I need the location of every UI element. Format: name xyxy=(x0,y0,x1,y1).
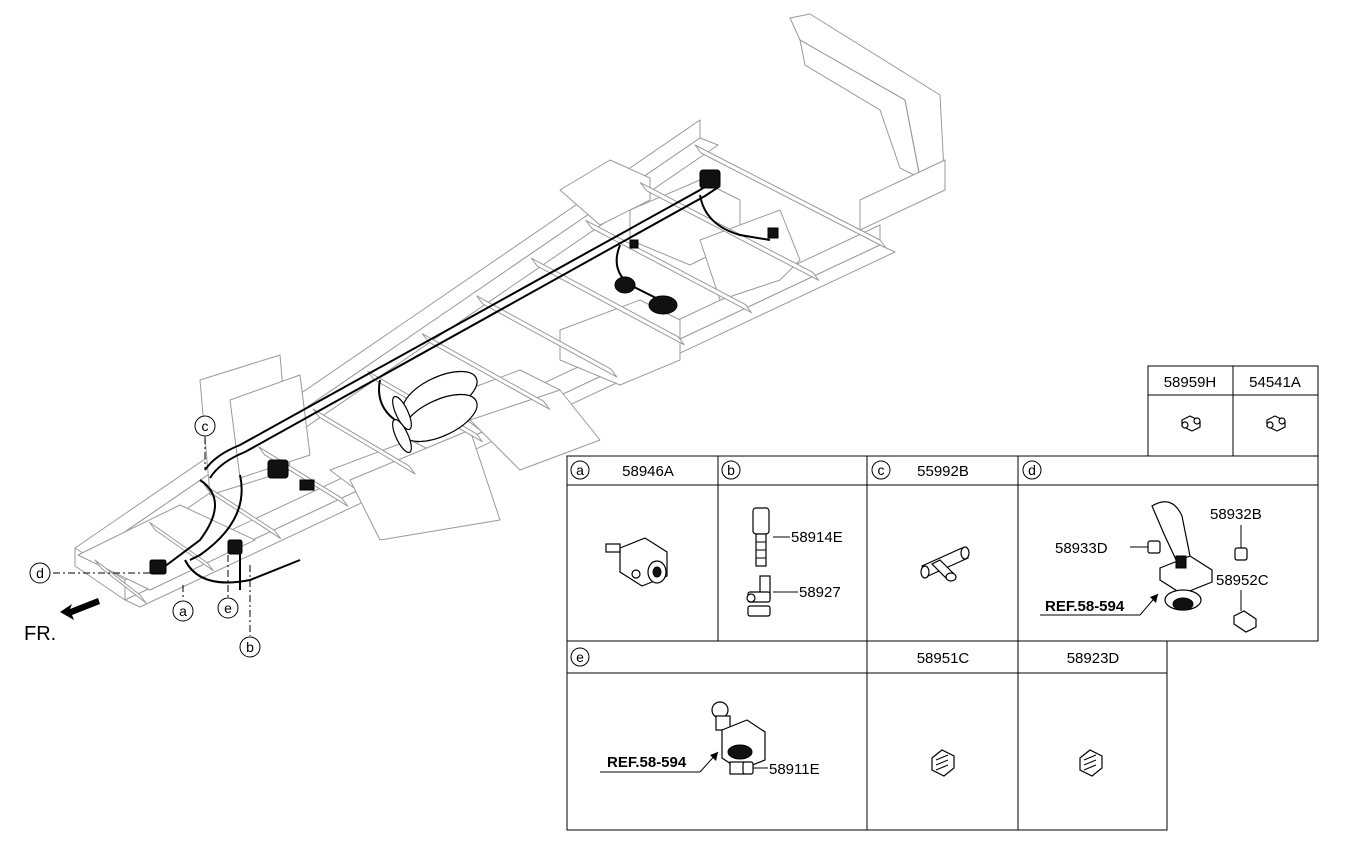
elbow-fitting-icon xyxy=(1266,415,1286,432)
panel-a-letter: a xyxy=(576,462,584,478)
callout-a-letter: a xyxy=(179,603,187,619)
callout-a: a xyxy=(172,600,194,622)
panel-d-letter: d xyxy=(1028,462,1036,478)
main-callout-leaders xyxy=(53,437,251,636)
cross-member xyxy=(476,295,618,378)
frame-components xyxy=(149,169,779,575)
part-number-55992B: 55992B xyxy=(917,463,969,480)
elbow-fitting-icon xyxy=(1181,415,1201,432)
callout-c-letter: c xyxy=(202,418,209,434)
tee-fitting-icon xyxy=(920,546,970,582)
front-arrow-icon xyxy=(60,598,100,620)
callout-d-letter: d xyxy=(36,565,44,581)
panel-e: e 58911E REF.58-594 xyxy=(570,647,820,778)
part-number-58914E: 58914E xyxy=(791,529,843,546)
plug-fitting-icon xyxy=(1234,547,1248,561)
callout-d: d xyxy=(29,562,51,584)
elbow-connector-icon xyxy=(746,575,771,617)
air-tanks xyxy=(392,370,478,454)
panel-58923D: 58923D xyxy=(1067,650,1120,777)
part-number-58911E: 58911E xyxy=(769,761,820,778)
front-direction-label: FR. xyxy=(24,623,56,645)
hand-brake-valve-icon xyxy=(1151,501,1213,611)
relay-valve-icon xyxy=(605,537,668,587)
cross-member xyxy=(694,144,887,249)
control-valve-icon xyxy=(711,701,766,775)
panel-b: b 58914E 58927 xyxy=(721,460,843,617)
panel-a: a 58946A xyxy=(570,460,674,587)
cross-member xyxy=(94,559,147,604)
panel-b-letter: b xyxy=(727,462,735,478)
nipple-fitting-icon xyxy=(931,749,955,777)
elbow-fitting-icon xyxy=(1233,610,1257,633)
parts-table xyxy=(566,455,1319,831)
small-fitting-icon xyxy=(1147,540,1161,554)
callout-e: e xyxy=(217,597,239,619)
cross-member xyxy=(312,408,416,475)
cross-member xyxy=(421,333,551,410)
part-number-54541A: 54541A xyxy=(1249,374,1301,391)
nipple-fitting-icon xyxy=(1079,749,1103,777)
cross-member xyxy=(585,219,752,314)
panel-c: c 55992B xyxy=(871,460,970,582)
part-number-58932B: 58932B xyxy=(1210,506,1262,523)
reference-58-594-d: REF.58-594 xyxy=(1045,598,1125,615)
small-fitting-icon xyxy=(742,761,754,775)
brake-pipe-harness xyxy=(159,179,771,590)
part-number-58923D: 58923D xyxy=(1067,650,1120,667)
front-direction-indicator: FR. xyxy=(24,598,100,645)
part-number-58952C: 58952C xyxy=(1216,572,1269,589)
straight-connector-icon xyxy=(752,507,770,567)
panel-58951C: 58951C xyxy=(917,650,970,777)
cross-member xyxy=(530,257,685,346)
callout-b-letter: b xyxy=(246,639,254,655)
callout-c: c xyxy=(194,415,216,437)
top-parts-table: 58959H 54541A xyxy=(1147,365,1319,457)
panel-c-letter: c xyxy=(878,462,885,478)
part-number-58959H: 58959H xyxy=(1164,374,1217,391)
part-number-58927: 58927 xyxy=(799,584,841,601)
callout-b: b xyxy=(239,636,261,658)
chassis-frame-drawing xyxy=(74,13,946,608)
part-number-58946A: 58946A xyxy=(622,463,674,480)
reference-58-594-e: REF.58-594 xyxy=(607,754,687,771)
part-number-58933D: 58933D xyxy=(1055,540,1108,557)
part-number-58951C: 58951C xyxy=(917,650,970,667)
panel-e-letter: e xyxy=(576,649,584,665)
cross-member xyxy=(203,484,282,539)
panel-d: d 58933D 58932B 58952C REF.58-594 xyxy=(1022,460,1269,633)
callout-e-letter: e xyxy=(224,600,232,616)
